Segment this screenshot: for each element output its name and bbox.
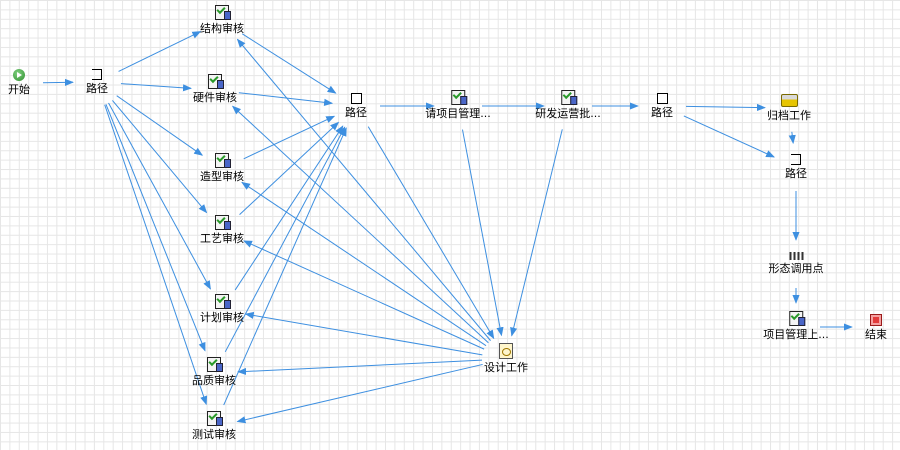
node-label: 设计工作 [484,361,528,374]
edge-design_work-to-plan_review[interactable] [244,311,483,356]
path-icon [791,154,801,165]
task-icon [215,215,231,230]
node-process-review[interactable]: 工艺审核 [200,215,244,245]
node-path2[interactable]: 路径 [345,90,367,119]
task-icon [789,311,805,326]
node-quality-review[interactable]: 品质审核 [192,357,236,387]
node-label: 研发运营批... [535,107,601,120]
node-call-point[interactable]: 形态调用点 [769,248,824,275]
node-rd-ops[interactable]: 研发运营批... [535,90,601,120]
task-icon [207,411,223,426]
edge-path1-to-test_review[interactable] [104,104,208,406]
task-icon [207,357,223,372]
start-icon [13,69,25,81]
node-label: 结束 [865,328,887,341]
path-icon [92,69,102,80]
node-hardware-review[interactable]: 硬件审核 [193,74,237,104]
edge-design_work-to-structure_review[interactable] [236,38,491,341]
edge-path1-to-shape_review[interactable] [116,95,204,156]
edge-path1-to-hardware_review[interactable] [120,83,192,92]
edge-path1-to-plan_review[interactable] [108,102,211,290]
edge-shape_review-to-path2[interactable] [243,115,336,160]
node-label: 开始 [8,83,30,96]
edge-structure_review-to-path2[interactable] [241,33,337,94]
path-icon [656,93,668,104]
edge-path3-to-path4[interactable] [683,115,775,158]
node-label: 路径 [345,106,367,119]
node-label: 硬件审核 [193,91,237,104]
edge-path1-to-structure_review[interactable] [118,31,202,72]
edge-archive-to-path4[interactable] [788,131,796,145]
node-path1[interactable]: 路径 [86,66,108,95]
edge-design_work-to-test_review[interactable] [236,363,483,424]
edge-path1-to-process_review[interactable] [112,100,208,214]
edge-process_review-to-path2[interactable] [239,121,340,215]
node-label: 归档工作 [767,109,811,122]
node-label: 请项目管理... [425,107,491,120]
work-icon [499,343,513,359]
node-path3[interactable]: 路径 [651,90,673,119]
edge-rd_ops-to-design_work[interactable] [510,129,563,337]
node-label: 品质审核 [192,374,236,387]
node-path4[interactable]: 路径 [785,151,807,180]
node-label: 路径 [651,106,673,119]
node-end[interactable]: 结束 [865,311,887,341]
edge-design_work-to-shape_review[interactable] [241,181,487,347]
edge-path1-to-quality_review[interactable] [105,104,206,352]
edge-pm_review-to-design_work[interactable] [461,129,504,337]
path-icon [350,93,362,104]
edge-path3-to-archive[interactable] [685,103,766,112]
end-icon [870,314,882,326]
node-label: 计划审核 [200,311,244,324]
node-label: 项目管理上... [763,328,829,341]
task-icon [561,90,577,105]
node-plan-review[interactable]: 计划审核 [200,294,244,324]
node-test-review[interactable]: 测试审核 [192,411,236,441]
node-structure-review[interactable]: 结构审核 [200,5,244,35]
node-label: 路径 [785,167,807,180]
node-label: 形态调用点 [768,262,824,275]
node-start[interactable]: 开始 [8,67,30,96]
edge-design_work-to-process_review[interactable] [243,240,485,350]
node-label: 结构审核 [200,22,244,35]
node-archive[interactable]: 归档工作 [767,92,811,122]
task-icon [215,153,231,168]
edge-hardware_review-to-path2[interactable] [238,92,334,106]
node-pm-upload[interactable]: 项目管理上... [763,311,829,341]
task-icon [215,294,231,309]
call-icon [789,252,803,260]
edge-plan_review-to-path2[interactable] [234,125,344,291]
node-design-work[interactable]: 设计工作 [484,343,528,374]
task-icon [451,90,467,105]
node-label: 造型审核 [200,170,244,183]
edge-design_work-to-quality_review[interactable] [237,359,483,376]
task-icon [215,5,231,20]
edge-test_review-to-path2[interactable] [223,127,347,406]
node-label: 测试审核 [192,428,236,441]
edge-design_work-to-hardware_review[interactable] [231,105,489,344]
task-icon [208,74,224,89]
node-label: 路径 [86,82,108,95]
edge-path2-to-design_work[interactable] [367,126,495,340]
node-label: 工艺审核 [200,232,244,245]
node-pm-review[interactable]: 请项目管理... [425,90,491,120]
archive-icon [780,94,798,107]
node-shape-review[interactable]: 造型审核 [200,153,244,183]
